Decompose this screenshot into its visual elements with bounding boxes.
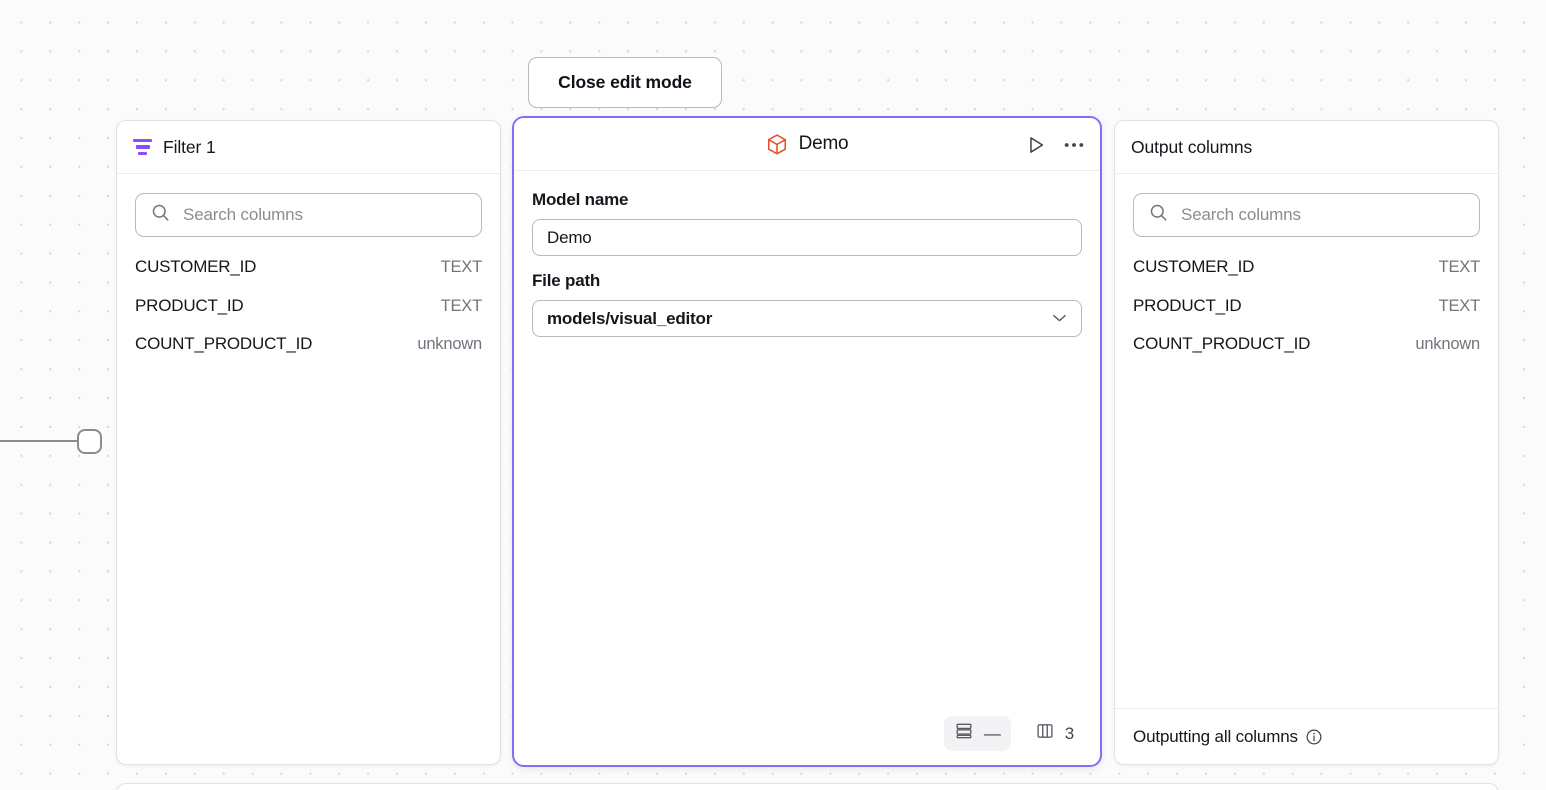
table-row[interactable]: PRODUCT_ID TEXT [135, 296, 482, 335]
output-search-box[interactable] [1133, 193, 1480, 237]
info-icon[interactable] [1305, 728, 1323, 746]
column-type: unknown [417, 335, 482, 353]
filter-search-input[interactable] [183, 205, 481, 225]
column-name: PRODUCT_ID [135, 295, 244, 315]
table-row[interactable]: PRODUCT_ID TEXT [1133, 296, 1480, 335]
column-type: unknown [1415, 335, 1480, 353]
model-panel[interactable]: Demo Model name [512, 116, 1102, 767]
column-type: TEXT [440, 296, 483, 315]
column-type: TEXT [440, 258, 483, 276]
file-path-select[interactable]: models/visual_editor [532, 300, 1082, 337]
filter-icon [133, 139, 152, 155]
model-name-input[interactable] [532, 219, 1082, 256]
columns-icon [1035, 721, 1055, 746]
rows-icon [954, 721, 974, 746]
search-icon [151, 203, 170, 227]
filter-panel[interactable]: Filter 1 CUSTOMER_ID TEXT PRODUCT_ID [116, 120, 501, 765]
table-row[interactable]: COUNT_PRODUCT_ID unknown [1133, 334, 1480, 373]
model-stat-bar: — 3 [943, 716, 1084, 751]
output-search-input[interactable] [1181, 205, 1479, 225]
file-path-value: models/visual_editor [547, 308, 713, 328]
search-icon [1149, 203, 1168, 227]
cube-icon [766, 133, 788, 156]
row-count-group[interactable]: — [943, 716, 1011, 751]
table-row[interactable]: CUSTOMER_ID TEXT [135, 257, 482, 296]
close-edit-mode-button[interactable]: Close edit mode [528, 57, 722, 108]
model-panel-body: Model name File path models/visual_edito… [514, 171, 1100, 765]
column-type: TEXT [1438, 296, 1481, 315]
output-panel-body: CUSTOMER_ID TEXT PRODUCT_ID TEXT COUNT_P… [1115, 174, 1498, 708]
column-type: TEXT [1438, 258, 1481, 276]
column-name: CUSTOMER_ID [1133, 257, 1255, 276]
model-panel-header: Demo [514, 118, 1100, 171]
table-row[interactable]: COUNT_PRODUCT_ID unknown [135, 334, 482, 373]
filter-column-list: CUSTOMER_ID TEXT PRODUCT_ID TEXT COUNT_P… [135, 257, 482, 373]
column-name: COUNT_PRODUCT_ID [135, 334, 313, 353]
file-path-label: File path [532, 271, 601, 290]
table-row[interactable]: CUSTOMER_ID TEXT [1133, 257, 1480, 296]
row-count-value: — [983, 723, 1001, 743]
filter-panel-body: CUSTOMER_ID TEXT PRODUCT_ID TEXT COUNT_P… [117, 174, 500, 764]
bottom-panel-peek[interactable] [116, 783, 1499, 790]
model-name-label: Model name [532, 190, 629, 209]
more-options-icon[interactable] [1063, 141, 1085, 149]
output-panel-footer: Outputting all columns [1115, 708, 1498, 764]
filter-panel-title: Filter 1 [163, 136, 216, 157]
filter-panel-header: Filter 1 [117, 121, 500, 174]
column-name: CUSTOMER_ID [135, 257, 257, 276]
run-icon[interactable] [1025, 134, 1047, 156]
column-count-value: 3 [1064, 723, 1074, 743]
column-name: PRODUCT_ID [1133, 295, 1242, 315]
model-panel-title: Demo [798, 133, 849, 154]
node-connector-handle[interactable] [77, 429, 102, 454]
output-panel-title: Output columns [1131, 136, 1253, 157]
model-header-actions [1025, 118, 1085, 171]
chevron-down-icon [1052, 310, 1067, 328]
filter-search-box[interactable] [135, 193, 482, 237]
output-column-list: CUSTOMER_ID TEXT PRODUCT_ID TEXT COUNT_P… [1133, 257, 1480, 373]
column-count-group[interactable]: 3 [1025, 716, 1084, 751]
output-footer-text: Outputting all columns [1133, 726, 1298, 746]
output-columns-panel[interactable]: Output columns CUSTOMER_ID TEXT PROD [1114, 120, 1499, 765]
column-name: COUNT_PRODUCT_ID [1133, 334, 1311, 353]
output-panel-header: Output columns [1115, 121, 1498, 174]
connector-edge [0, 440, 82, 443]
